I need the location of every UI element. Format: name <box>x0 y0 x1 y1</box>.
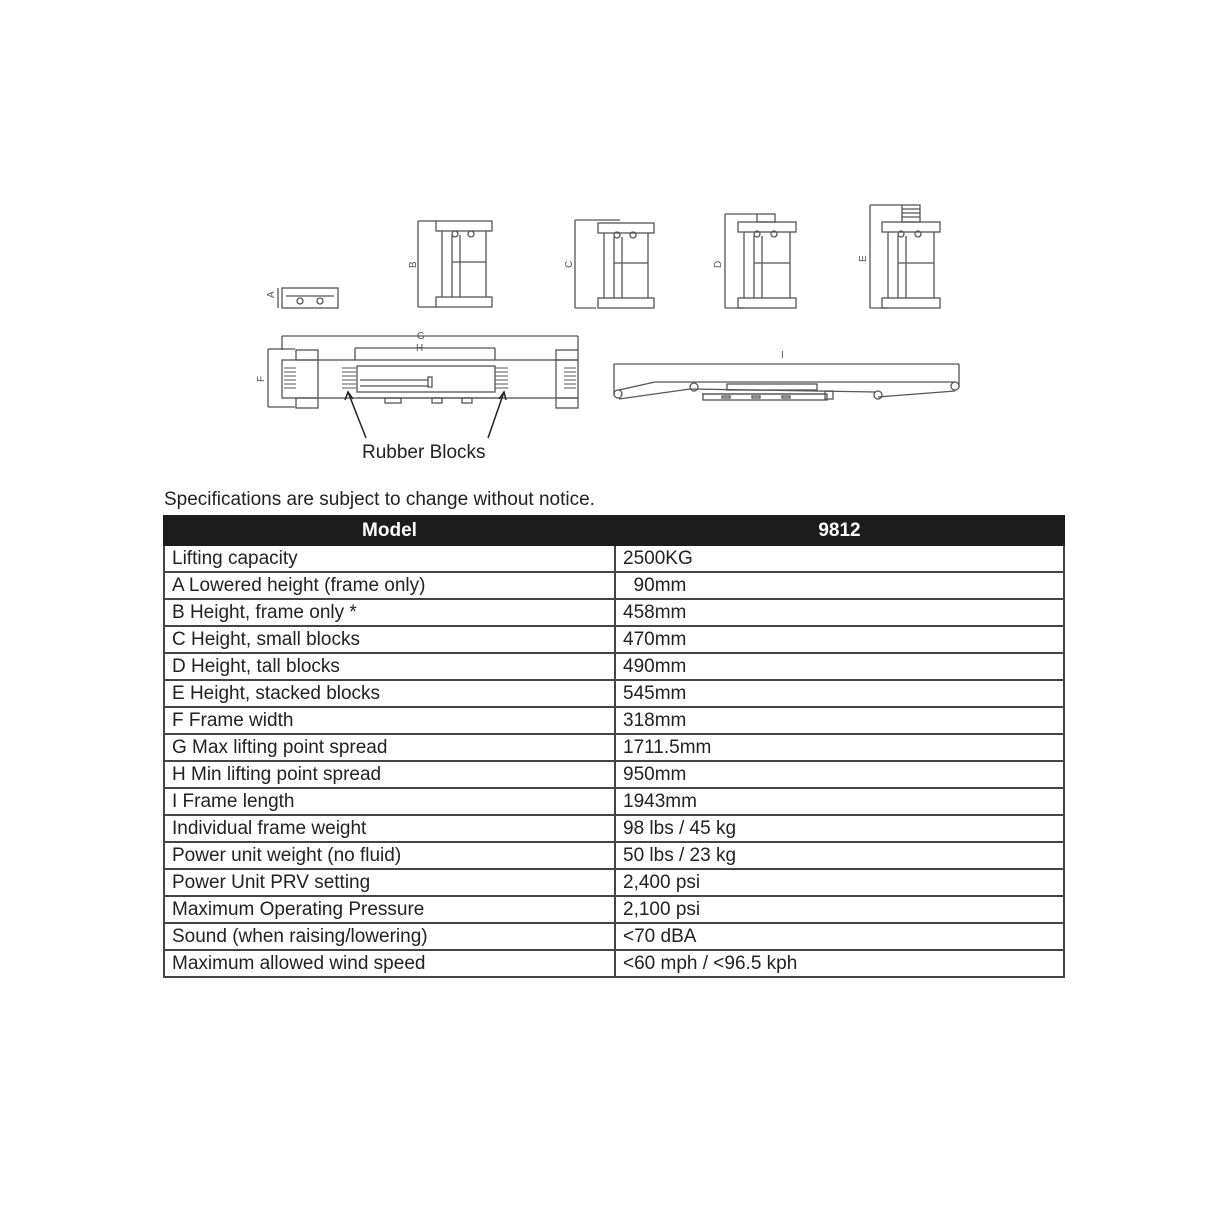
view-d-tall-blocks: D <box>713 213 797 309</box>
svg-text:C: C <box>564 261 575 268</box>
svg-text:B: B <box>408 261 419 268</box>
spec-value: 470mm <box>614 625 1065 654</box>
spec-label: C Height, small blocks <box>163 625 616 654</box>
view-side-frame: I <box>613 350 960 401</box>
view-b-frame-only: B <box>408 220 493 308</box>
spec-label: Maximum allowed wind speed <box>163 949 616 978</box>
spec-value: 950mm <box>614 760 1065 789</box>
spec-value: 98 lbs / 45 kg <box>614 814 1065 843</box>
table-row: B Height, frame only *458mm <box>163 598 1065 627</box>
spec-value: 458mm <box>614 598 1065 627</box>
svg-text:D: D <box>713 261 724 268</box>
spec-label: D Height, tall blocks <box>163 652 616 681</box>
spec-value: 50 lbs / 23 kg <box>614 841 1065 870</box>
rubber-blocks-callout: Rubber Blocks <box>362 442 486 463</box>
spec-label: G Max lifting point spread <box>163 733 616 762</box>
spec-label: Maximum Operating Pressure <box>163 895 616 924</box>
spec-label: E Height, stacked blocks <box>163 679 616 708</box>
spec-label: I Frame length <box>163 787 616 816</box>
svg-text:A: A <box>266 291 277 298</box>
view-a-lowered: A <box>266 287 339 309</box>
spec-label: B Height, frame only * <box>163 598 616 627</box>
spec-label: A Lowered height (frame only) <box>163 571 616 600</box>
spec-label: Sound (when raising/lowering) <box>163 922 616 951</box>
spec-label: Power unit weight (no fluid) <box>163 841 616 870</box>
svg-text:G: G <box>417 331 425 342</box>
spec-notice: Specifications are subject to change wit… <box>164 489 595 510</box>
spec-table-header: Model 9812 <box>163 515 1065 546</box>
spec-label: F Frame width <box>163 706 616 735</box>
lift-dimension-diagram: A B C <box>256 204 960 439</box>
spec-label: H Min lifting point spread <box>163 760 616 789</box>
spec-value: <70 dBA <box>614 922 1065 951</box>
spec-label: Individual frame weight <box>163 814 616 843</box>
spec-value: 318mm <box>614 706 1065 735</box>
spec-value: 1943mm <box>614 787 1065 816</box>
spec-value: 2500KG <box>614 544 1065 573</box>
svg-text:I: I <box>781 350 784 361</box>
header-model: Model <box>163 515 616 546</box>
spec-label: Power Unit PRV setting <box>163 868 616 897</box>
view-e-stacked-blocks: E <box>858 204 941 309</box>
spec-value: 2,100 psi <box>614 895 1065 924</box>
technical-drawing: A B C <box>0 0 1214 480</box>
spec-value: 1711.5mm <box>614 733 1065 762</box>
view-top-frame: F G H <box>256 331 579 439</box>
spec-value: 545mm <box>614 679 1065 708</box>
spec-value: 2,400 psi <box>614 868 1065 897</box>
svg-text:F: F <box>256 376 267 382</box>
header-model-number: 9812 <box>614 515 1065 546</box>
svg-text:E: E <box>858 255 869 262</box>
spec-value: 490mm <box>614 652 1065 681</box>
table-row: Maximum allowed wind speed<60 mph / <96.… <box>163 949 1065 978</box>
spec-value: <60 mph / <96.5 kph <box>614 949 1065 978</box>
spec-value: 90mm <box>614 571 1065 600</box>
table-row: A Lowered height (frame only) 90mm <box>163 571 1065 600</box>
svg-text:H: H <box>416 343 423 354</box>
spec-label: Lifting capacity <box>163 544 616 573</box>
view-c-small-blocks: C <box>564 219 655 309</box>
table-row: Sound (when raising/lowering)<70 dBA <box>163 922 1065 951</box>
table-row: Power unit weight (no fluid)50 lbs / 23 … <box>163 841 1065 870</box>
